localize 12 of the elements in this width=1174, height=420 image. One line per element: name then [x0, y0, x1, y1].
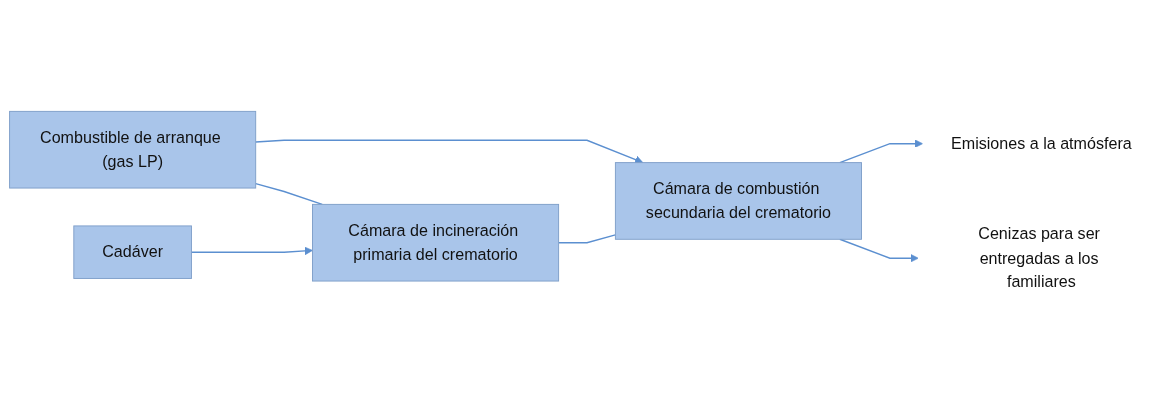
- arrow: [839, 238, 919, 263]
- connector: [255, 182, 323, 206]
- arrow: [190, 246, 313, 256]
- connector: [557, 234, 617, 244]
- arrow: [255, 139, 644, 164]
- node-box: Cámara de incineración primaria del crematorio: [312, 203, 560, 282]
- node-box: Cadáver: [73, 225, 192, 279]
- node-box: Combustible de arranque (gas LP): [9, 110, 257, 189]
- node-text: Cenizas para ser entregadas a los familiares: [978, 224, 1100, 292]
- node-box: Cámara de combustión secundaria del crematorio: [614, 162, 862, 240]
- node-text: Emisiones a la atmósfera: [951, 134, 1132, 153]
- arrow: [839, 139, 923, 164]
